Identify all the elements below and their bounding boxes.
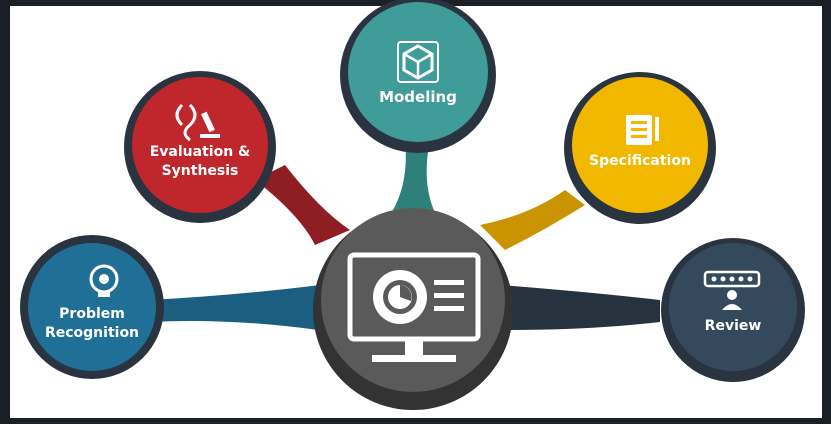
dna-microscope-icon [175, 103, 220, 142]
connectors [150, 140, 660, 330]
node-problem-recognition: Problem Recognition [20, 235, 164, 379]
node-review: Review [661, 238, 805, 382]
node-modeling: Modeling [340, 0, 496, 153]
connector-specification [480, 190, 585, 250]
document-list-icon [626, 115, 659, 145]
connector-evaluation-synthesis [255, 165, 350, 245]
connector-modeling [385, 140, 440, 222]
node-label: Review [705, 318, 762, 334]
node-label-line2: Synthesis [162, 163, 239, 179]
node-specification: Specification [564, 72, 716, 224]
rating-stars-person-icon [703, 270, 761, 310]
connector-problem-recognition [150, 285, 320, 330]
node-circle [28, 243, 156, 371]
node-label-line1: Problem [59, 306, 125, 322]
node-evaluation-synthesis: Evaluation & Synthesis [124, 71, 276, 223]
head-lightbulb-icon [89, 264, 119, 297]
3d-cube-icon [397, 41, 439, 83]
node-label: Specification [589, 153, 691, 169]
node-label-line2: Recognition [45, 325, 139, 341]
center-hub [313, 208, 513, 410]
node-label-line1: Evaluation & [150, 144, 251, 160]
monitor-gear-icon [347, 252, 481, 362]
node-circle [132, 77, 268, 213]
connector-review [500, 285, 660, 330]
node-label: Modeling [379, 88, 457, 106]
